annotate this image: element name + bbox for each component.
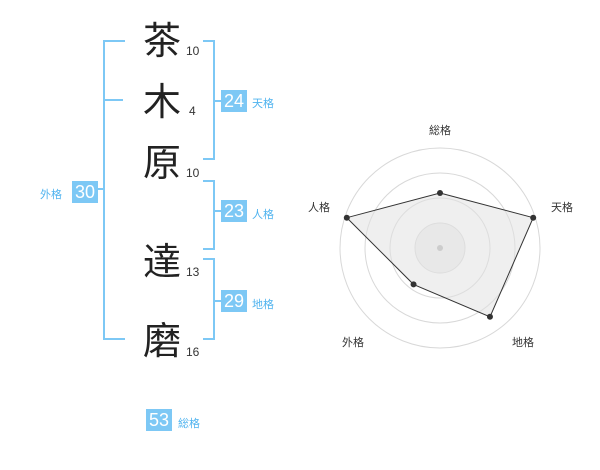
radar-axis-label-tenkaku: 天格 — [551, 200, 573, 214]
name-char-3: 原 — [142, 141, 181, 185]
radar-axis-label-soukaku: 総格 — [429, 123, 451, 137]
tenkaku-bracket-bottom — [203, 158, 215, 160]
radar-point-2 — [486, 313, 493, 320]
radar-point-4 — [343, 214, 350, 221]
chikaku-label: 地格 — [252, 298, 274, 311]
gaikaku-connector — [96, 188, 104, 190]
radar-chart: 総格 天格 地格 外格 人格 — [308, 123, 573, 349]
jinkaku-bracket-top — [203, 180, 215, 182]
gaikaku-bracket-vertical — [103, 40, 105, 340]
chikaku-bracket-top — [203, 258, 215, 260]
radar-point-0 — [437, 190, 443, 196]
radar-ring — [339, 147, 541, 349]
radar-axis-label-chikaku: 地格 — [512, 335, 534, 349]
soukaku-value: 53 — [146, 409, 172, 431]
stroke-count-1: 10 — [186, 44, 200, 58]
stroke-count-5: 16 — [186, 345, 200, 359]
radar-axis-label-jinkaku: 人格 — [308, 200, 330, 214]
radar-points — [343, 190, 537, 320]
radar-polygon — [345, 192, 534, 318]
radar-point-1 — [530, 214, 537, 221]
chikaku-value: 29 — [221, 290, 247, 312]
chikaku-connector — [213, 300, 221, 302]
stroke-count-3: 10 — [186, 166, 200, 180]
jinkaku-bracket-bottom — [203, 248, 215, 250]
gaikaku-label: 外格 — [40, 188, 62, 201]
stroke-count-4: 13 — [186, 265, 200, 279]
gaikaku-bracket-mid-tick — [103, 99, 123, 101]
name-char-5: 磨 — [142, 319, 181, 363]
radar-center-dot — [437, 245, 443, 251]
soukaku-label: 総格 — [178, 417, 200, 430]
name-char-2: 木 — [142, 80, 181, 124]
stroke-count-2: 4 — [189, 104, 196, 118]
tenkaku-label: 天格 — [252, 97, 274, 110]
gaikaku-bracket-bottom — [103, 338, 125, 340]
jinkaku-label: 人格 — [252, 208, 274, 221]
radar-point-3 — [410, 281, 417, 288]
gaikaku-bracket-top — [103, 40, 125, 42]
jinkaku-connector — [213, 210, 221, 212]
chikaku-bracket-bottom — [203, 338, 215, 340]
name-char-1: 茶 — [142, 19, 181, 63]
chikaku-bracket-vertical — [213, 258, 215, 340]
jinkaku-value: 23 — [221, 200, 247, 222]
tenkaku-bracket-top — [203, 40, 215, 42]
name-char-4: 達 — [142, 240, 181, 284]
tenkaku-connector — [213, 100, 221, 102]
gaikaku-value: 30 — [72, 181, 98, 203]
radar-axis-label-gaikaku: 外格 — [342, 335, 364, 349]
tenkaku-value: 24 — [221, 90, 247, 112]
jinkaku-bracket-vertical — [213, 180, 215, 250]
